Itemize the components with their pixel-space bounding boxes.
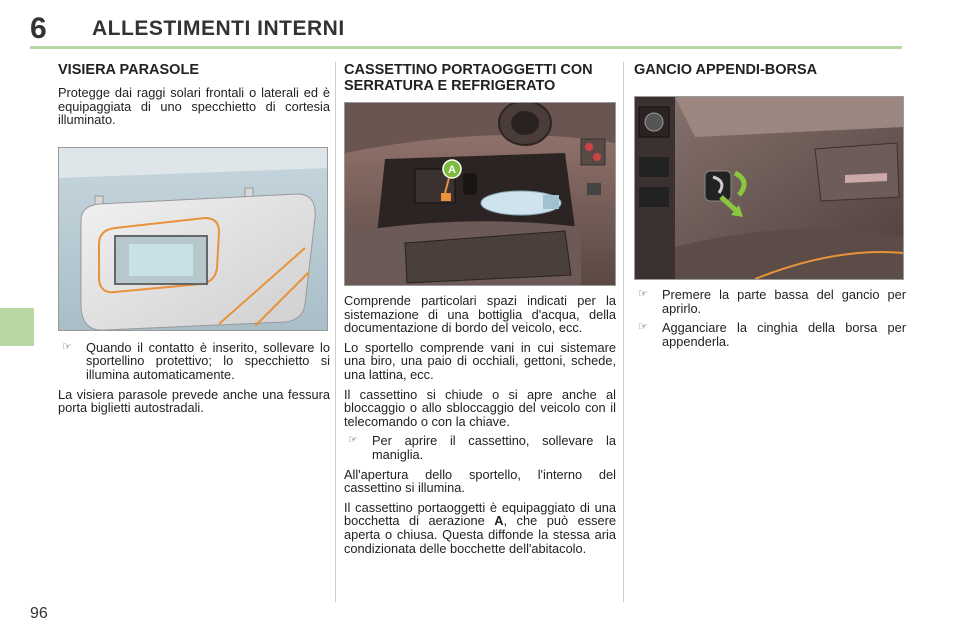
pointing-hand-icon: ☞ <box>638 288 648 300</box>
chapter-title: ALLESTIMENTI INTERNI <box>92 17 345 40</box>
column-separator <box>335 62 336 602</box>
pointing-hand-icon: ☞ <box>62 340 72 353</box>
vent-label-a: A <box>494 513 504 529</box>
section-title: GANCIO APPENDI-BORSA <box>634 62 818 78</box>
paragraph: Lo sportello comprende vani in cui siste… <box>344 339 616 382</box>
section-gancio: GANCIO APPENDI-BORSA ☞ <box>634 62 906 354</box>
instruction-bullet: ☞ Per aprire il cassettino, sollevare la… <box>344 434 616 461</box>
chapter-side-tab <box>0 308 34 346</box>
sun-visor-image <box>58 146 328 331</box>
section-visiera: VISIERA PARASOLE Protegge dai raggi sola… <box>58 62 330 421</box>
section-title: VISIERA PARASOLE <box>58 62 199 78</box>
pointing-hand-icon: ☞ <box>348 434 358 447</box>
callout-label-a: A <box>448 164 456 176</box>
page-number: 96 <box>30 605 48 622</box>
instruction-bullet: ☞ Quando il contatto è inserito, solleva… <box>58 341 330 382</box>
header-rule <box>30 46 902 49</box>
paragraph: All'apertura dello sportello, l'interno … <box>344 466 616 496</box>
glovebox-image: A <box>344 102 616 286</box>
bag-hook-image <box>634 96 904 280</box>
paragraph: Il cassettino portaoggetti è equipaggiat… <box>344 499 616 556</box>
chapter-number: 6 <box>30 12 47 45</box>
instruction-bullet: ☞ Premere la parte bassa del gancio per … <box>634 288 906 315</box>
instruction-bullet: ☞ Agganciare la cinghia della borsa per … <box>634 321 906 348</box>
paragraph: Protegge dai raggi solari frontali o lat… <box>58 85 330 128</box>
section-cassettino: CASSETTINO PORTAOGGETTI CON SERRATURA E … <box>344 62 616 561</box>
paragraph: Comprende particolari spazi indicati per… <box>344 293 616 336</box>
paragraph: La visiera parasole prevede anche una fe… <box>58 386 330 416</box>
pointing-hand-icon: ☞ <box>638 321 648 334</box>
paragraph: Il cassettino si chiude o si apre anche … <box>344 386 616 429</box>
column-separator <box>623 62 624 602</box>
section-title: CASSETTINO PORTAOGGETTI CON SERRATURA E … <box>344 62 593 94</box>
